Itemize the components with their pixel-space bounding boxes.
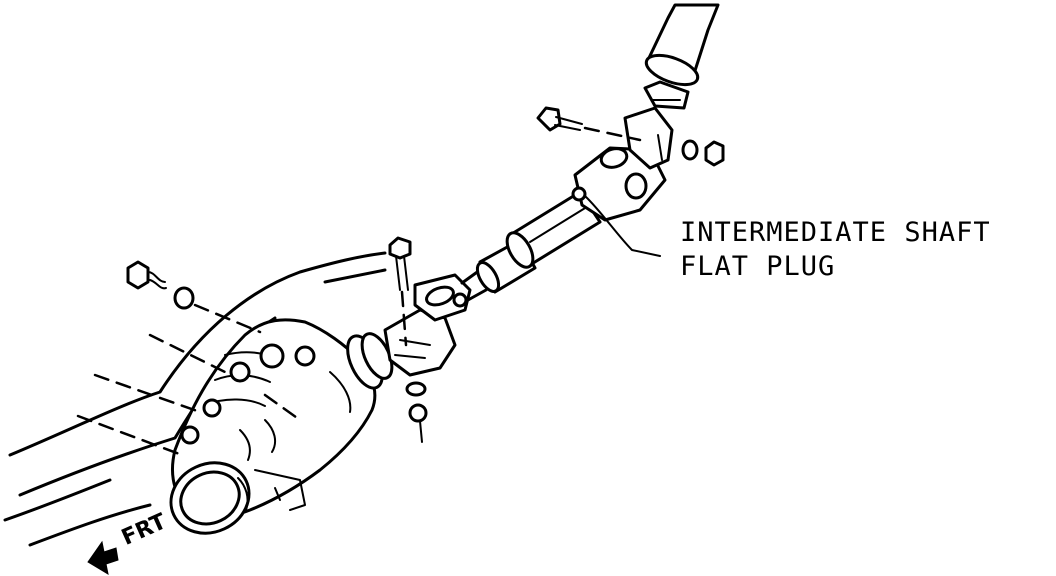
steering-gear [169, 318, 394, 535]
gear-bolt-centerlines [76, 333, 302, 457]
callout-label-intermediate-shaft: INTERMEDIATE SHAFT [680, 217, 991, 248]
callout-leader-line [584, 195, 661, 257]
callout-label-flat-plug: FLAT PLUG [680, 251, 836, 282]
upper-pinch-bolt [536, 106, 725, 167]
gear-mounting-bolt [126, 260, 262, 334]
lower-universal-joint [383, 273, 472, 377]
upper-universal-joint [571, 106, 674, 222]
steering-column [643, 3, 720, 110]
arrow-left-icon [87, 540, 119, 576]
intermediate-shaft [460, 190, 602, 302]
lower-pinch-bolt [388, 236, 428, 443]
